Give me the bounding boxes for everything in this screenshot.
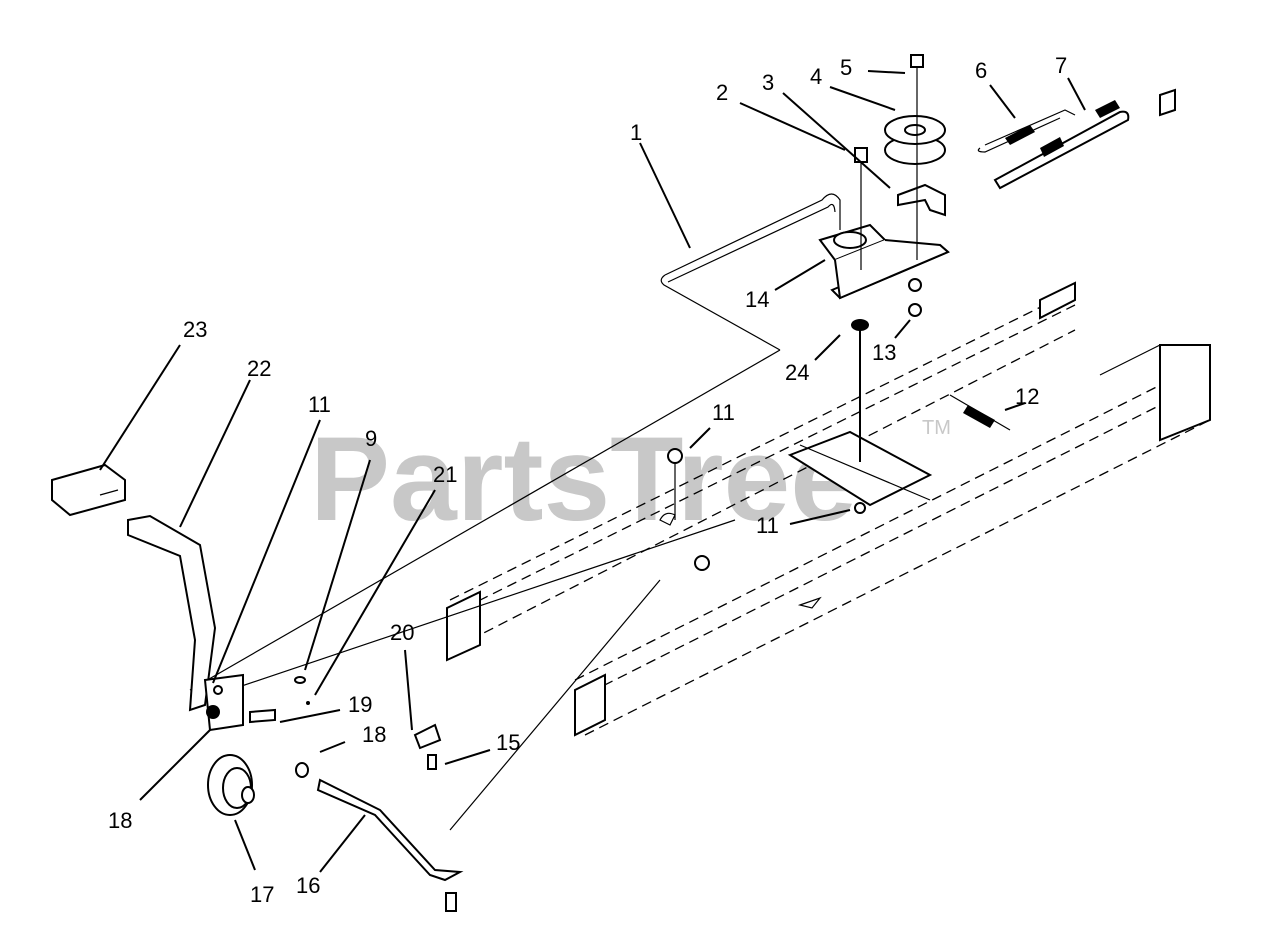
part-22-pedal-arm [127, 514, 217, 712]
callout-11-left: 11 [308, 392, 331, 417]
watermark-text: PartsTree [310, 412, 857, 546]
part-11-nut-b [854, 502, 866, 514]
part-20-clip [413, 723, 442, 750]
callout-3: 3 [762, 70, 774, 95]
part-13-nut [908, 278, 922, 292]
callout-18-right: 18 [362, 722, 386, 747]
part-6-spring [977, 109, 1076, 153]
part-11-nut-a [667, 448, 683, 464]
part-19-pin [249, 708, 276, 724]
part-11-nut-c [694, 555, 710, 571]
part-4-pulley [884, 115, 946, 165]
callout-13: 13 [872, 340, 896, 365]
callout-16: 16 [296, 873, 320, 898]
callout-24: 24 [785, 360, 809, 385]
part-21-clip [306, 701, 310, 705]
part-17-pulley [207, 754, 255, 816]
pedal-bracket [203, 673, 244, 732]
callout-20: 20 [390, 620, 414, 645]
callout-1: 1 [630, 120, 642, 145]
part-9-washer [294, 676, 306, 684]
callout-11-top: 11 [712, 400, 735, 425]
callout-14: 14 [745, 287, 769, 312]
callout-12: 12 [1015, 384, 1039, 409]
callout-15: 15 [496, 730, 520, 755]
cross-plate [787, 430, 933, 507]
part-14-bracket [818, 223, 950, 300]
callout-9: 9 [365, 426, 377, 451]
callout-19: 19 [348, 692, 372, 717]
callout-22: 22 [247, 356, 271, 381]
callout-17: 17 [250, 882, 274, 907]
callout-labels: 1 2 3 4 5 6 7 14 24 13 12 11 11 23 22 11… [108, 53, 1067, 907]
part-7-link [993, 88, 1176, 190]
leader-lines [99, 70, 1086, 873]
callout-23: 23 [183, 317, 207, 342]
part-24-spacer [851, 319, 869, 331]
part-12-spring [949, 394, 1011, 431]
watermark-trademark: TM [922, 417, 951, 439]
part-16-rod [316, 778, 464, 882]
callout-11-center: 11 [756, 513, 779, 538]
part-15-screw [427, 754, 437, 770]
callout-5: 5 [840, 55, 852, 80]
part-18-washer [295, 762, 309, 778]
callout-6: 6 [975, 58, 987, 83]
part-5-bolt [910, 54, 924, 260]
callout-7: 7 [1055, 53, 1067, 78]
callout-4: 4 [810, 64, 822, 89]
callout-21: 21 [433, 462, 457, 487]
callout-18-left: 18 [108, 808, 132, 833]
part-23-pedal-pad [51, 463, 126, 517]
callout-2: 2 [716, 80, 728, 105]
frame-rail-lower [574, 344, 1211, 737]
part-1-rod [660, 193, 841, 351]
part-3-bracket [897, 183, 946, 217]
